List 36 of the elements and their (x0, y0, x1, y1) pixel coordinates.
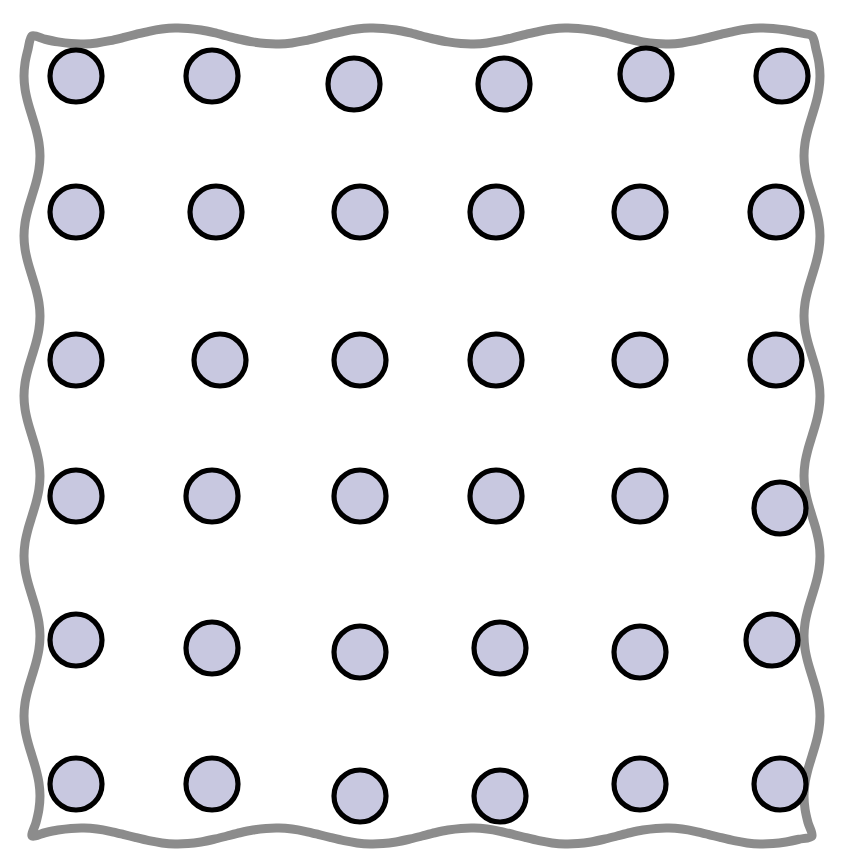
circle (611, 755, 669, 813)
circle (753, 47, 811, 105)
circle (47, 611, 105, 669)
circle (471, 619, 529, 677)
circle (743, 611, 801, 669)
circle (475, 55, 533, 113)
circle (617, 45, 675, 103)
circle (47, 467, 105, 525)
circle (325, 55, 383, 113)
circle (751, 755, 809, 813)
circle (331, 183, 389, 241)
circle (47, 755, 105, 813)
circle (183, 47, 241, 105)
circle (611, 183, 669, 241)
circle (467, 331, 525, 389)
circle (467, 183, 525, 241)
circle (331, 767, 389, 825)
circle (331, 331, 389, 389)
circle (751, 479, 809, 537)
circle (183, 619, 241, 677)
circle (611, 623, 669, 681)
circle (467, 467, 525, 525)
circle (611, 467, 669, 525)
circle (191, 331, 249, 389)
circle (183, 755, 241, 813)
circle (611, 331, 669, 389)
circle (47, 331, 105, 389)
circle (471, 767, 529, 825)
circle (187, 183, 245, 241)
circle (47, 47, 105, 105)
circle (47, 183, 105, 241)
circle (183, 467, 241, 525)
circle (331, 623, 389, 681)
circle (331, 467, 389, 525)
circle (747, 331, 805, 389)
circle (747, 183, 805, 241)
